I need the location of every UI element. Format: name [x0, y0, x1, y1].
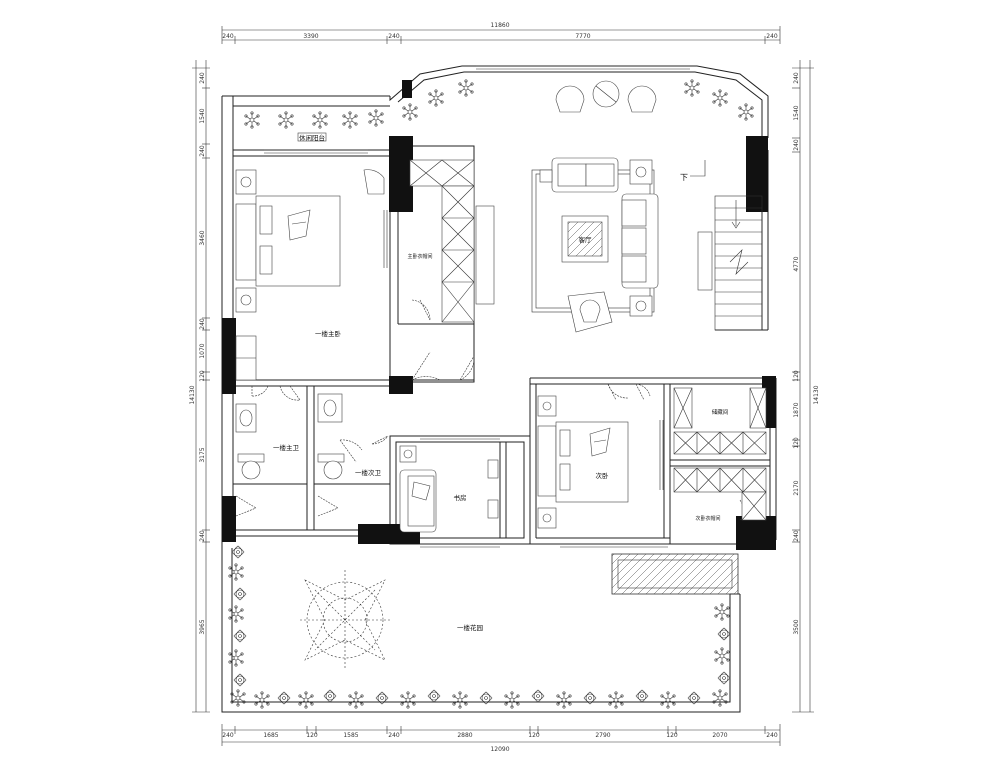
dim-top-seg: 240 — [222, 33, 234, 40]
garden: 一楼花园 — [228, 545, 731, 709]
dim-right-seg: 240 — [793, 72, 800, 84]
dim-bottom-seg: 120 — [666, 732, 678, 739]
second-closet: 次卧衣帽间 — [673, 467, 767, 522]
dim-left-seg: 1070 — [199, 343, 206, 358]
dim-right-seg: 240 — [793, 139, 800, 151]
dim-bottom-total: 12090 — [490, 746, 509, 753]
dim-top-seg: 240 — [388, 33, 400, 40]
dim-top-seg: 3390 — [303, 33, 318, 40]
room-label-second-bedroom: 次卧 — [596, 471, 610, 480]
dim-bottom-seg: 240 — [388, 732, 400, 739]
second-bath: 一楼次卫 — [317, 393, 382, 480]
room-label-study: 书房 — [454, 493, 467, 502]
second-bedroom: 次卧 — [537, 395, 664, 529]
room-label-second-closet: 次卧衣帽间 — [695, 515, 720, 522]
toilet-master — [241, 460, 261, 480]
dim-left-seg: 240 — [199, 530, 206, 542]
garden-plants-bottom — [254, 689, 701, 709]
master-bath: 一楼主卫 — [235, 403, 300, 480]
dimension-left: 240 1540 240 3460 240 1070 120 3175 240 … — [189, 60, 210, 713]
dim-right-seg: 3500 — [793, 619, 800, 634]
hatched-slab-inner — [617, 559, 733, 589]
dim-bottom-seg: 1685 — [263, 732, 278, 739]
dim-right-seg: 1540 — [793, 105, 800, 120]
garden-pergola — [300, 570, 390, 670]
leisure-balcony: 休闲阳台 — [244, 109, 384, 142]
garden-plants-right — [712, 603, 731, 707]
dim-right-seg: 120 — [793, 370, 800, 382]
dim-bottom-seg: 1585 — [343, 732, 358, 739]
dim-right-total: 14130 — [813, 385, 820, 404]
dim-left-seg: 3460 — [199, 230, 206, 245]
dimension-bottom: 240 1685 120 1585 240 2880 120 2790 120 … — [221, 724, 781, 753]
room-label-living-room: 客厅 — [579, 235, 593, 244]
living-room: 客厅 — [402, 79, 754, 333]
room-label-master-bath: 一楼主卫 — [273, 443, 300, 452]
structural-columns — [222, 80, 776, 550]
dim-left-seg: 3965 — [199, 619, 206, 634]
dim-left-seg: 240 — [199, 318, 206, 330]
dim-top-total: 11860 — [490, 22, 509, 29]
balcony-plants — [244, 109, 384, 129]
dim-bottom-seg: 2790 — [595, 732, 610, 739]
dim-bottom-seg: 240 — [766, 732, 778, 739]
staircase: 下 — [680, 160, 763, 331]
room-label-master-closet: 主卧衣帽间 — [407, 253, 432, 260]
dim-left-seg: 1540 — [199, 108, 206, 123]
room-label-master-bedroom: 一楼主卧 — [315, 329, 342, 338]
dim-bottom-seg: 2880 — [457, 732, 472, 739]
storage-room: 储藏间 — [673, 387, 767, 455]
dim-left-seg: 240 — [199, 145, 206, 157]
dim-bottom-seg: 120 — [306, 732, 318, 739]
dim-left-seg: 240 — [199, 72, 206, 84]
walls — [221, 65, 777, 713]
dim-right-seg: 240 — [793, 530, 800, 542]
room-label-storage-room: 储藏间 — [712, 408, 729, 416]
dim-top-seg: 7770 — [575, 33, 590, 40]
dim-right-seg: 4770 — [793, 256, 800, 271]
dim-left-total: 14130 — [189, 385, 196, 404]
study: 书房 — [399, 445, 499, 533]
dimension-top: 11860 240 3390 240 7770 240 — [221, 22, 781, 44]
room-label-second-bath: 一楼次卫 — [355, 468, 382, 477]
dimension-right: 240 1540 240 4770 120 1870 120 2170 240 … — [792, 60, 820, 713]
dim-right-seg: 2170 — [793, 480, 800, 495]
hatched-slab — [611, 553, 739, 595]
dim-bottom-seg: 120 — [528, 732, 540, 739]
garden-plants-left — [228, 545, 247, 707]
master-bedroom: 一楼主卧 — [235, 169, 388, 381]
dim-right-seg: 1870 — [793, 402, 800, 417]
room-label-leisure-balcony: 休闲阳台 — [299, 133, 325, 142]
dim-bottom-seg: 2070 — [712, 732, 727, 739]
master-closet: 主卧衣帽间 — [407, 159, 495, 323]
dim-right-seg: 120 — [793, 437, 800, 449]
windows — [264, 65, 750, 548]
stair-down-label: 下 — [680, 173, 688, 182]
room-label-garden: 一楼花园 — [457, 623, 483, 632]
dim-bottom-seg: 240 — [222, 732, 234, 739]
dim-left-seg: 120 — [199, 370, 206, 382]
dim-left-seg: 3175 — [199, 447, 206, 462]
dim-top-seg: 240 — [766, 33, 778, 40]
toilet-second — [323, 460, 343, 480]
